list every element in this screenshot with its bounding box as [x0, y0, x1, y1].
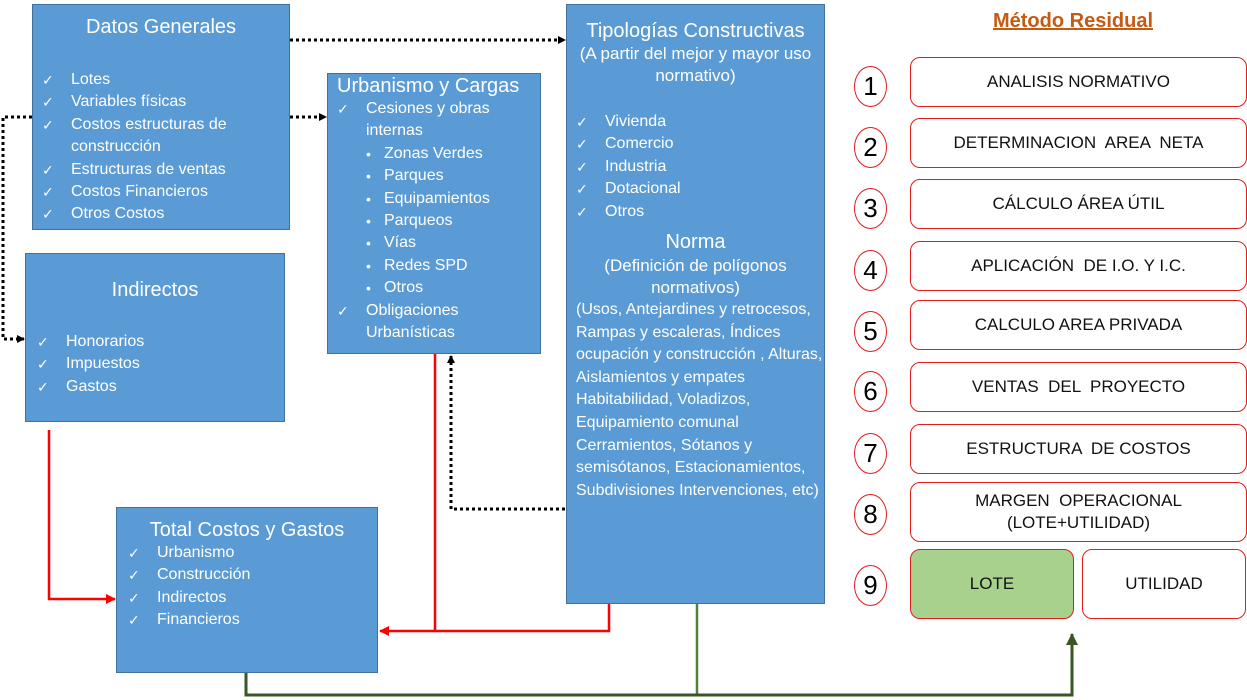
check-icon: ✓ [37, 356, 49, 373]
check-icon: ✓ [37, 378, 49, 395]
check-icon: ✓ [42, 94, 54, 111]
indirectos-box: Indirectos ✓Honorarios ✓Impuestos ✓Gasto… [25, 253, 285, 422]
bullet-icon: • [366, 145, 371, 162]
list-item: ✓Cesiones y obras internas [337, 100, 490, 140]
sub-list-item: •Vías [328, 232, 540, 254]
tipologias-title: Tipologías Constructivas [586, 20, 805, 42]
bullet-icon: • [366, 213, 371, 230]
sub-list-item: •Otros [328, 277, 540, 299]
norma-title: Norma [665, 231, 726, 254]
red-arrow-indirectos-to-total [47, 430, 116, 604]
bullet-icon: • [366, 190, 371, 207]
step-number-6: 6 [854, 371, 887, 412]
step-margen-operacional: MARGEN OPERACIONAL (LOTE+UTILIDAD) [910, 482, 1247, 542]
step-number-7: 7 [854, 433, 887, 474]
check-icon: ✓ [42, 206, 54, 223]
datos-generales-list: ✓Lotes ✓Variables físicas ✓Costos estruc… [33, 69, 289, 226]
check-icon: ✓ [128, 612, 140, 629]
step-number-3: 3 [854, 188, 887, 229]
total-costos-title: Total Costos y Gastos [149, 519, 345, 541]
list-item: ✓Otros Costos [33, 203, 289, 225]
list-item: ✓Comercio [567, 133, 824, 155]
list-item: ✓Financieros [117, 609, 377, 631]
urbanismo-list: ✓Cesiones y obras internas •Zonas Verdes… [328, 98, 540, 344]
total-costos-list: ✓Urbanismo ✓Construcción ✓Indirectos ✓Fi… [117, 542, 377, 632]
step-number-2: 2 [854, 127, 887, 168]
dotted-arrow-tipologias-to-urbanismo [447, 355, 565, 511]
check-icon: ✓ [337, 302, 349, 319]
check-icon: ✓ [128, 589, 140, 606]
step-number-8: 8 [854, 494, 887, 535]
sub-list-item: •Parqueos [328, 210, 540, 232]
list-item: ✓Construcción [117, 564, 377, 586]
bullet-icon: • [366, 257, 371, 274]
list-item: ✓Industria [567, 156, 824, 178]
sub-list-item: •Parques [328, 165, 540, 187]
datos-generales-title: Datos Generales [85, 16, 237, 38]
list-item: ✓Dotacional [567, 178, 824, 200]
step-area-privada: CALCULO AREA PRIVADA [910, 300, 1247, 350]
check-icon: ✓ [576, 136, 588, 153]
bullet-icon: • [366, 280, 371, 297]
red-arrow-tipologias-to-total [379, 604, 611, 636]
norma-detail: (Usos, Antejardines y retrocesos, Rampas… [576, 301, 823, 499]
check-icon: ✓ [42, 116, 54, 133]
list-item: ✓Obligaciones Urbanísticas [337, 301, 459, 342]
list-item: ✓Costos estructuras de construcción [42, 115, 227, 156]
list-item: ✓Honorarios [26, 331, 284, 353]
step-estructura-costos: ESTRUCTURA DE COSTOS [910, 424, 1247, 474]
check-icon: ✓ [128, 567, 140, 584]
indirectos-title: Indirectos [111, 279, 199, 301]
check-icon: ✓ [42, 161, 54, 178]
step-area-neta: DETERMINACION AREA NETA [910, 118, 1247, 168]
metodo-residual-title: Método Residual [992, 10, 1153, 32]
step-io-ic: APLICACIÓN DE I.O. Y I.C. [910, 241, 1247, 291]
step-utilidad: UTILIDAD [1082, 549, 1246, 619]
check-icon: ✓ [576, 158, 588, 175]
step-area-util: CÁLCULO ÁREA ÚTIL [910, 179, 1247, 229]
step-number-9: 9 [854, 565, 887, 606]
sub-list-item: •Equipamientos [328, 188, 540, 210]
check-icon: ✓ [37, 334, 49, 350]
list-item: ✓Estructuras de ventas [33, 159, 289, 181]
list-item: ✓Lotes [33, 69, 289, 91]
tipologias-subtitle: (A partir del mejor y mayor uso normativ… [579, 44, 812, 85]
sub-list-item: •Redes SPD [328, 255, 540, 277]
check-icon: ✓ [576, 203, 588, 220]
sub-list-item: •Zonas Verdes [328, 143, 540, 165]
list-item: ✓Vivienda [567, 111, 824, 133]
step-number-4: 4 [854, 250, 887, 291]
indirectos-list: ✓Honorarios ✓Impuestos ✓Gastos [26, 331, 284, 398]
tipologias-list: ✓Vivienda ✓Comercio ✓Industria ✓Dotacion… [567, 111, 824, 223]
step-ventas: VENTAS DEL PROYECTO [910, 362, 1247, 412]
step-analisis-normativo: ANALISIS NORMATIVO [910, 57, 1247, 107]
check-icon: ✓ [576, 114, 588, 130]
list-item: ✓Otros [567, 201, 824, 223]
check-icon: ✓ [42, 72, 54, 88]
step-lote: LOTE [910, 549, 1074, 619]
step-number-5: 5 [854, 311, 887, 352]
bullet-icon: • [366, 168, 371, 185]
step-number-1: 1 [854, 66, 887, 107]
check-icon: ✓ [42, 184, 54, 201]
urbanismo-box: Urbanismo y Cargas ✓Cesiones y obras int… [327, 73, 541, 354]
list-item: ✓Urbanismo [117, 542, 377, 564]
list-item: ✓Impuestos [26, 353, 284, 375]
total-costos-box: Total Costos y Gastos ✓Urbanismo ✓Constr… [116, 507, 378, 673]
tipologias-box: Tipologías Constructivas (A partir del m… [566, 4, 825, 604]
list-item: ✓Costos Financieros [33, 181, 289, 203]
list-item: ✓Indirectos [117, 587, 377, 609]
list-item: ✓Variables físicas [33, 91, 289, 113]
norma-subtitle: (Definición de polígonos normativos) [604, 256, 787, 298]
check-icon: ✓ [337, 101, 349, 117]
check-icon: ✓ [128, 545, 140, 561]
check-icon: ✓ [576, 181, 588, 198]
urbanismo-title: Urbanismo y Cargas [337, 75, 520, 97]
bullet-icon: • [366, 235, 371, 252]
datos-generales-box: Datos Generales ✓Lotes ✓Variables física… [32, 4, 290, 230]
list-item: ✓Gastos [26, 376, 284, 398]
